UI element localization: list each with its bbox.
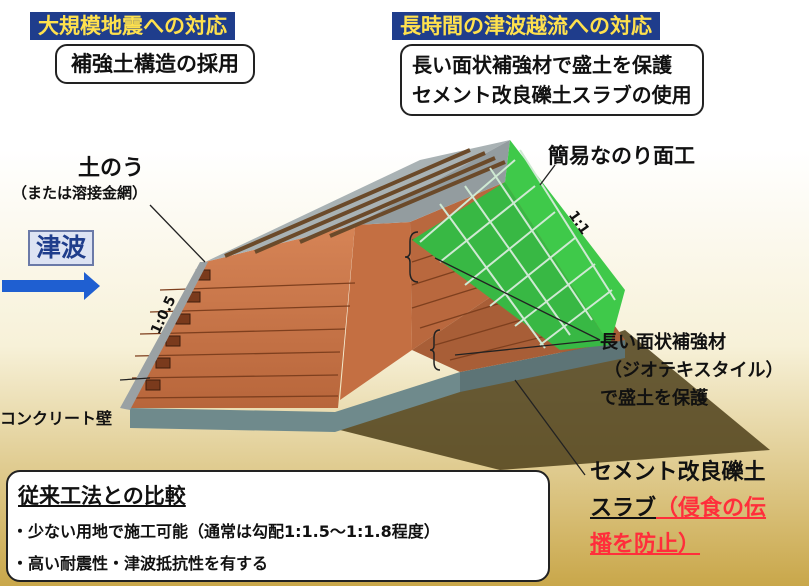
slab-line2-black: スラブ	[590, 496, 657, 521]
slab-line3: 播を防止）	[590, 532, 701, 557]
header-right-line1: 長い面状補強材で盛土を保護	[412, 53, 672, 77]
slab-line2-red: （侵食の伝	[656, 496, 767, 521]
geotextile-line1: 長い面状補強材	[600, 332, 726, 353]
sandbag-leader	[149, 204, 206, 263]
geotextile-line3: で盛土を保護	[600, 388, 708, 409]
concrete-wall-label: コンクリート壁	[0, 409, 113, 428]
sandbag-alt-label: （または溶接金網）	[12, 184, 148, 202]
comparison-box: 従来工法との比較 ・少ない用地で施工可能（通常は勾配1:1.5～1:1.8程度）…	[6, 470, 550, 582]
header-right-box: 長い面状補強材で盛土を保護 セメント改良礫土スラブの使用	[400, 44, 704, 116]
header-left-tag: 大規模地震への対応	[30, 12, 235, 40]
sandbag-label: 土のう	[78, 156, 145, 181]
header-right-tag: 長時間の津波越流への対応	[392, 12, 660, 40]
header-right-line2: セメント改良礫土スラブの使用	[412, 83, 692, 107]
geotextile-line2: （ジオテキスタイル）	[604, 360, 784, 381]
simple-facing-label: 簡易なのり面工	[548, 144, 695, 168]
slab-line2: スラブ（侵食の伝	[590, 490, 766, 522]
tsunami-arrow	[2, 272, 100, 300]
tsunami-label: 津波	[28, 230, 95, 266]
comparison-item: ・少ない用地で施工可能（通常は勾配1:1.5～1:1.8程度）	[12, 522, 440, 541]
comparison-title: 従来工法との比較	[18, 484, 186, 508]
comparison-item: ・高い耐震性・津波抵抗性を有する	[12, 554, 269, 573]
header-left-box: 補強土構造の採用	[55, 44, 255, 84]
slab-line1: セメント改良礫土	[590, 460, 766, 485]
